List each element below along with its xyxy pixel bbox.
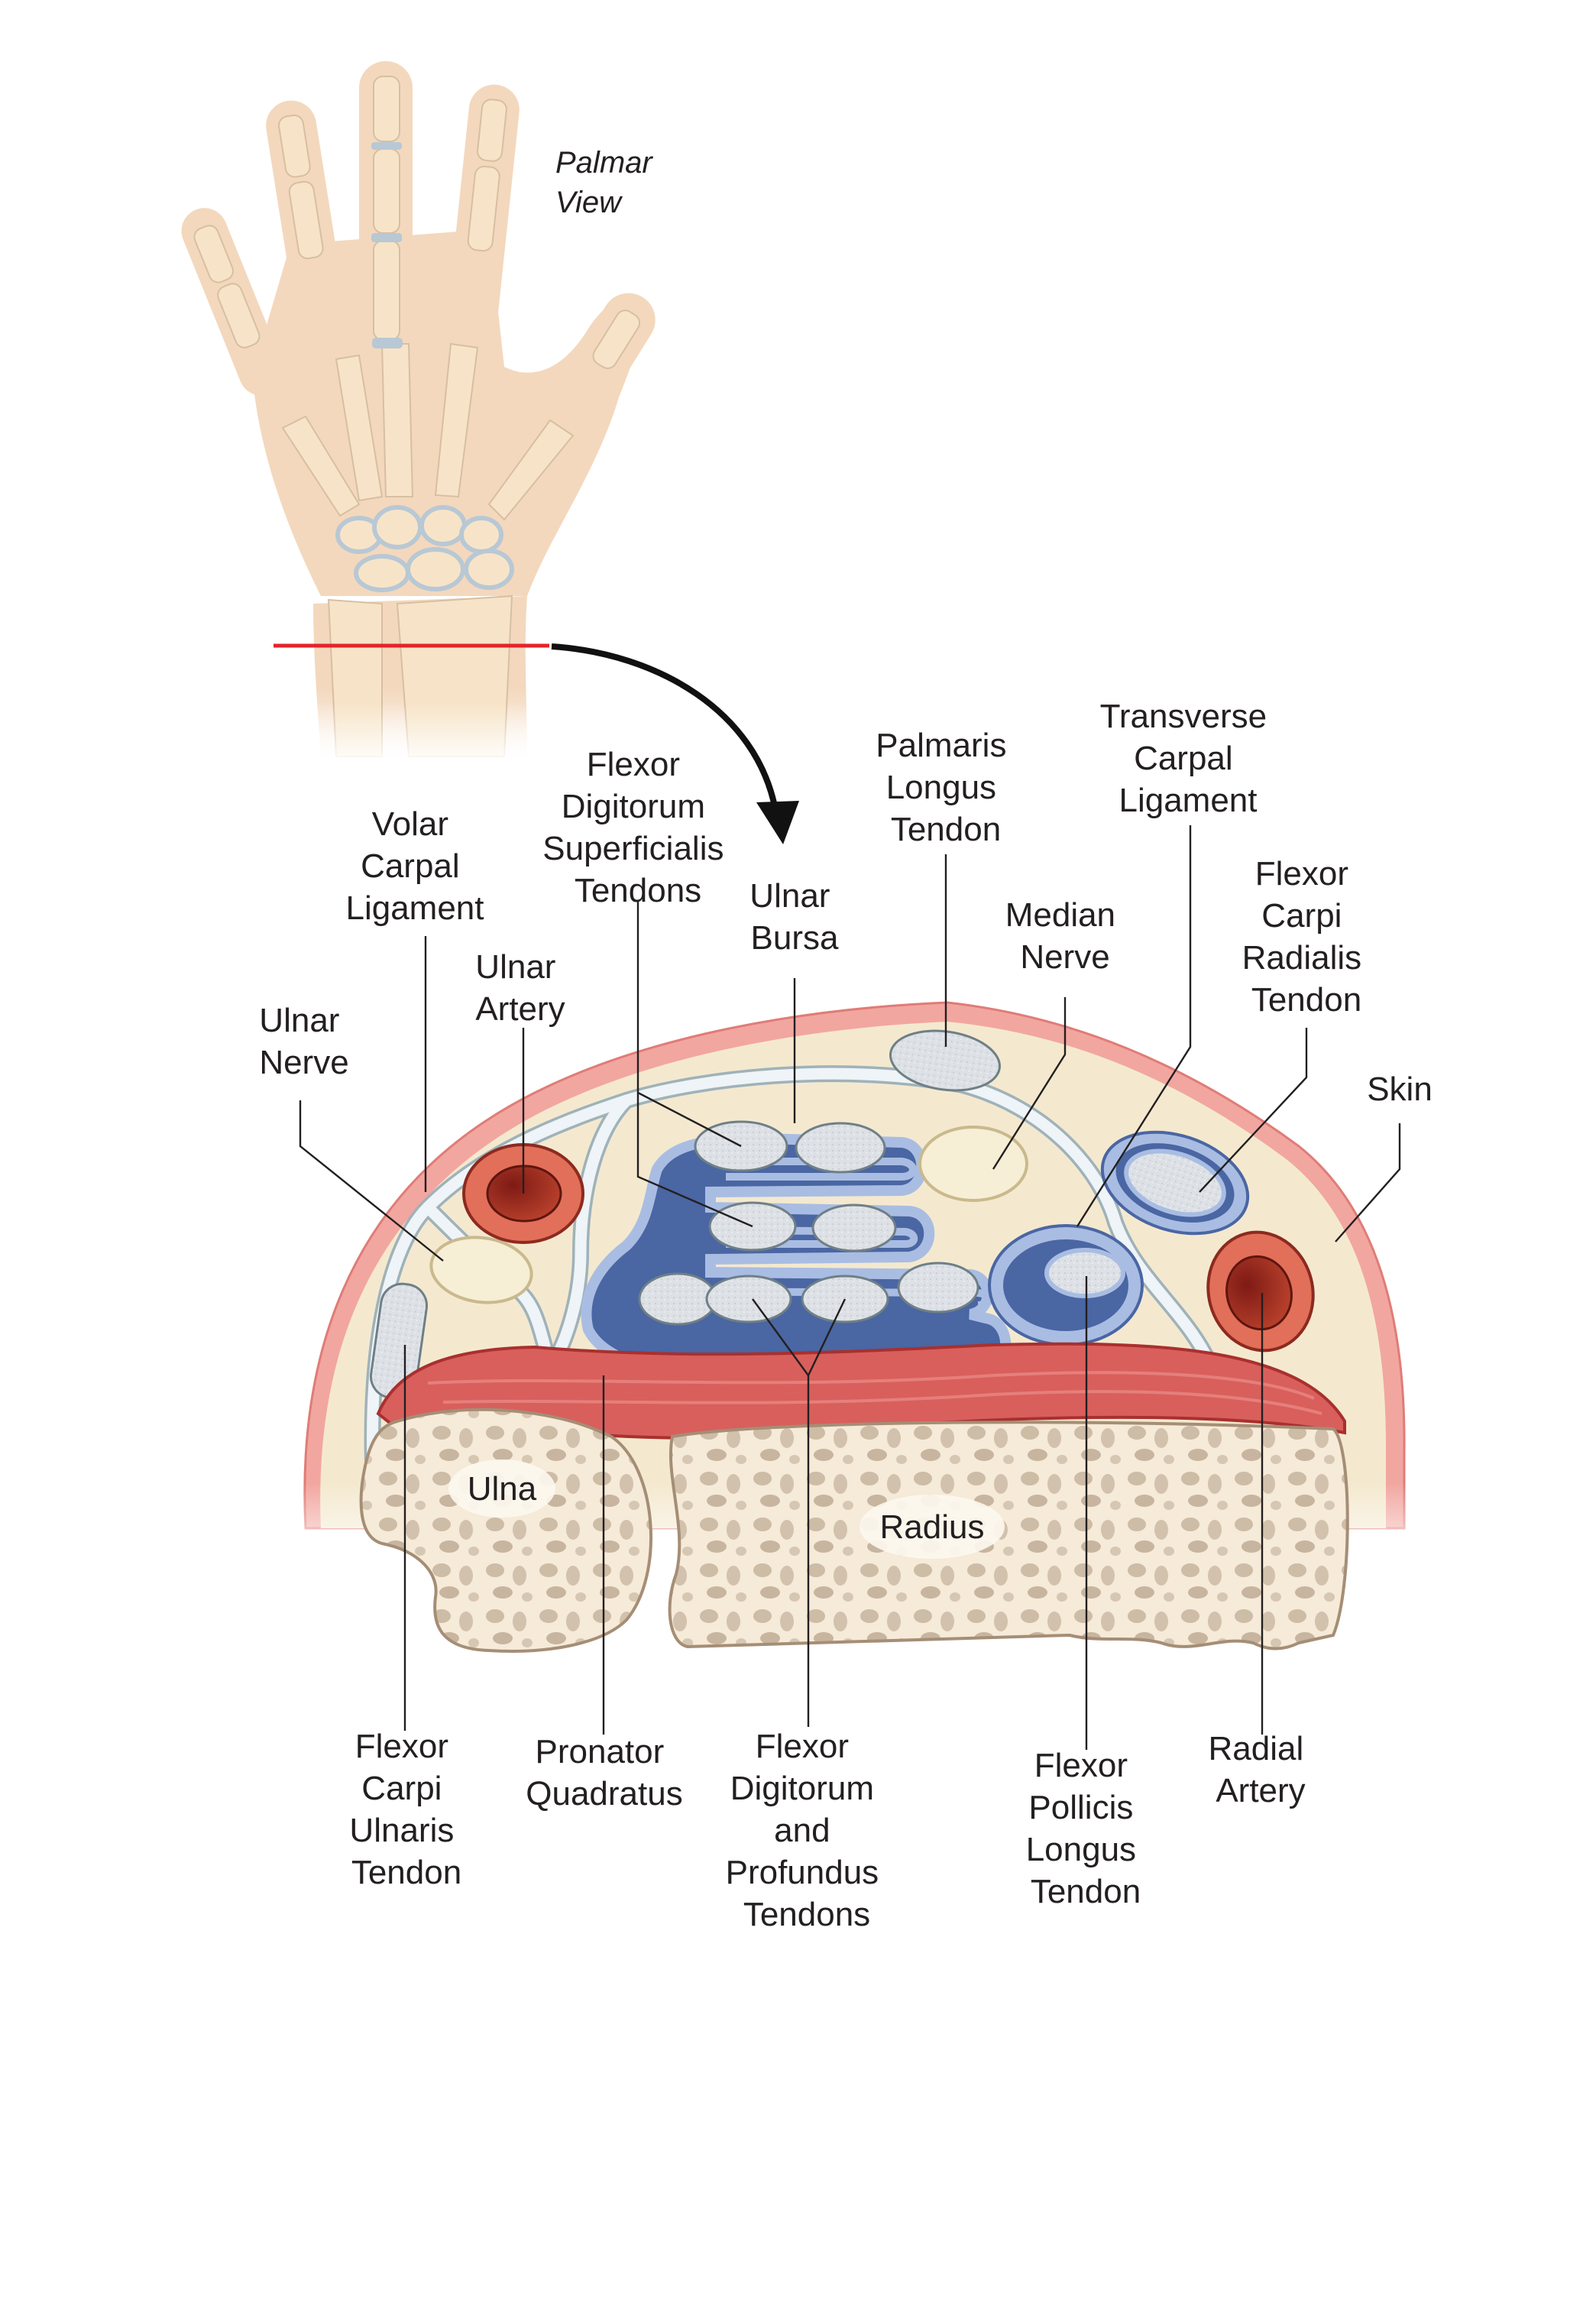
ulna-label: Ulna bbox=[468, 1470, 537, 1508]
arrow-head bbox=[756, 801, 799, 844]
radius-bone bbox=[668, 1420, 1349, 1650]
label-fpl-tendon: Flexor Pollicis Longus Tendon bbox=[1026, 1747, 1146, 1910]
flexor-tendons bbox=[638, 1120, 979, 1326]
label-skin: Skin bbox=[1367, 1071, 1433, 1108]
label-ulnar-bursa: Ulnar Bursa bbox=[749, 877, 839, 957]
label-fcu-tendon: Flexor Carpi Ulnaris Tendon bbox=[349, 1728, 463, 1891]
label-ulnar-artery: Ulnar Artery bbox=[475, 948, 565, 1028]
leader-lines bbox=[299, 825, 1401, 1750]
label-fcr-tendon: Flexor Carpi Radialis Tendon bbox=[1242, 855, 1371, 1019]
label-median-nerve: Median Nerve bbox=[1005, 896, 1125, 976]
label-radial-artery: Radial Artery bbox=[1209, 1730, 1313, 1809]
label-pronator-quadratus: Pronator Quadratus bbox=[526, 1733, 682, 1812]
section-arrow bbox=[551, 643, 779, 811]
radial-artery bbox=[1206, 1230, 1315, 1352]
ulna-bone bbox=[359, 1408, 652, 1653]
view-label: Palmar View bbox=[555, 146, 661, 219]
label-volar-carpal-ligament: Volar Carpal Ligament bbox=[345, 805, 484, 927]
label-ulnar-nerve: Ulnar Nerve bbox=[259, 1002, 348, 1081]
label-transverse-carpal-ligament: Transverse Carpal Ligament bbox=[1100, 698, 1277, 819]
label-fdp-tendons: Flexor Digitorum and Profundus Tendons bbox=[726, 1728, 889, 1933]
ulnar-nerve bbox=[429, 1236, 533, 1304]
radius-label: Radius bbox=[880, 1508, 985, 1546]
cross-section bbox=[290, 1001, 1421, 1653]
carpal-bones bbox=[335, 505, 514, 592]
label-fds-tendons: Flexor Digitorum Superficialis Tendons bbox=[542, 746, 733, 909]
label-palmaris-longus: Palmaris Longus Tendon bbox=[876, 727, 1015, 848]
palmaris-longus-tendon bbox=[889, 1029, 1001, 1092]
hand-illustration bbox=[181, 61, 656, 764]
median-nerve bbox=[918, 1126, 1028, 1202]
fcr-tendon-sheath bbox=[1100, 1130, 1250, 1236]
fpl-tendon-sheath bbox=[988, 1224, 1144, 1346]
